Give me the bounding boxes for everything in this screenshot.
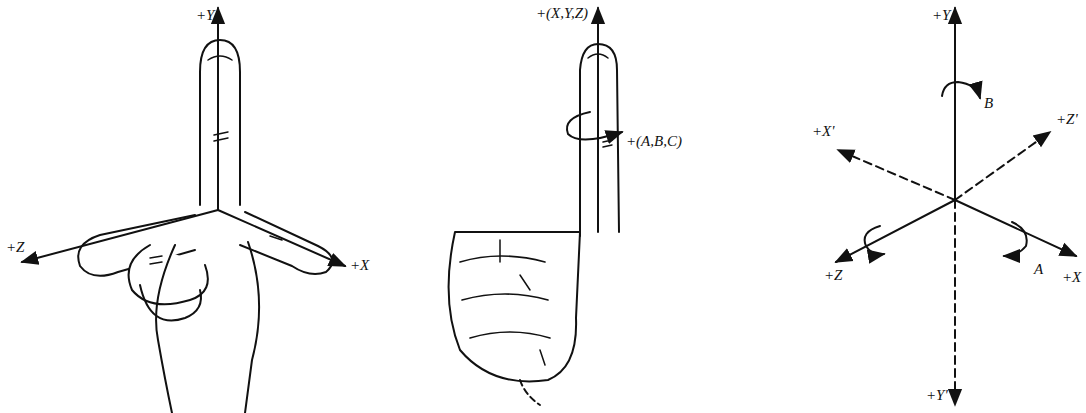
axis-label: B [984, 96, 993, 111]
axis-label: +X [1062, 270, 1081, 285]
axis-label: +X' [812, 124, 835, 139]
axis-label: +Z [6, 240, 24, 255]
axis-label: +Y' [926, 388, 948, 403]
axis-label: A [1034, 262, 1043, 277]
axis-label: +X [350, 258, 369, 273]
thumb-rule-hand [449, 8, 622, 405]
axis-label: +(A,B,C) [626, 134, 682, 149]
axis-label: +Z' [1056, 112, 1078, 127]
coordinate-axes [836, 8, 1076, 405]
axis-label: +Z [824, 268, 842, 283]
axis-label: +(X,Y,Z) [536, 6, 588, 21]
right-hand [22, 8, 345, 413]
axis-label: +Y [196, 8, 214, 23]
axis-label: +Y [932, 8, 950, 23]
